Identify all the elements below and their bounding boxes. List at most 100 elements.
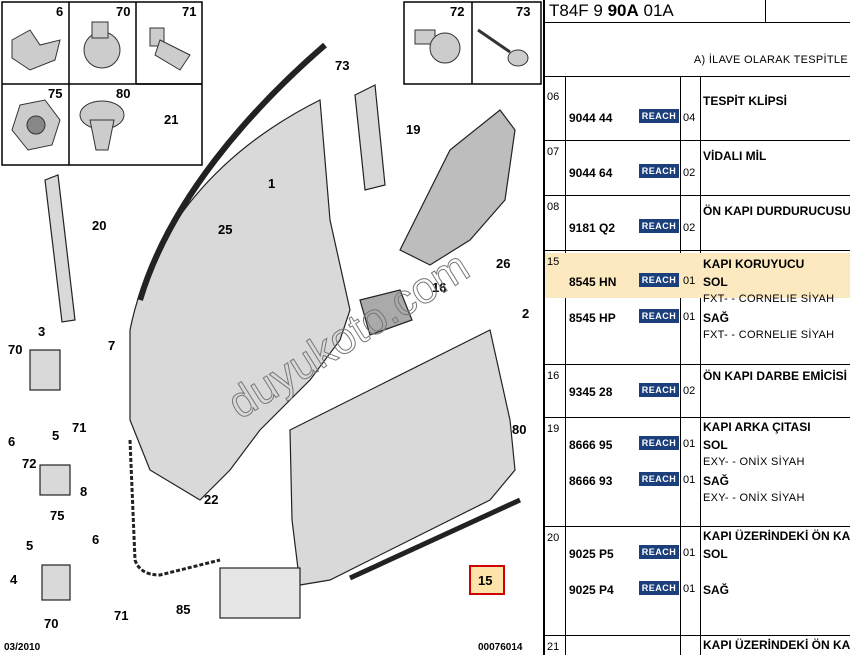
part-side: SAĞ [703,474,730,488]
door-skin-panel [289,329,516,586]
parts-row[interactable]: 06 9044 44 REACH 04 TESPİT KLİPSİ [545,86,850,141]
inset-label: 72 [450,4,464,19]
callout-label: 85 [176,602,190,617]
door-seal [128,439,221,577]
part-side: SOL [703,547,728,561]
quantity: 04 [683,112,696,124]
reach-badge: REACH [639,109,679,123]
quantity: 01 [683,583,696,595]
quantity: 01 [683,438,696,450]
parts-row[interactable]: 19 8666 95 REACH 01 KAPI ARKA ÇITASI SOL… [545,418,850,527]
callout-label: 19 [406,122,420,137]
reach-badge: REACH [639,581,679,595]
callout-label: 20 [92,218,106,233]
callout-label: 73 [335,58,349,73]
part-variant: EXY- - ONİX SİYAH [703,456,805,468]
inset-label: 70 [116,4,130,19]
inset-label: 71 [182,4,196,19]
part-number[interactable]: 8545 HP [569,311,616,325]
part-number[interactable]: 9345 28 [569,385,613,399]
section-number: 07 [547,146,560,158]
part-description: KAPI KORUYUCU [703,257,805,271]
parts-row[interactable]: 21 KAPI ÜZERİNDEKİ ÖN KAPI [545,636,850,655]
highlight-callout-box [469,565,505,595]
part-number[interactable]: 8666 95 [569,438,613,452]
catalog-code-header: T84F 9 90A 01A [545,0,850,23]
push-clip-icon [79,100,125,151]
parts-row[interactable]: 20 9025 P5 REACH 01 KAPI ÜZERİNDEKİ ÖN K… [545,527,850,636]
hinge-upper [29,349,61,391]
callout-label: 5 [26,538,33,553]
part-side: SAĞ [703,583,730,597]
pillar-trim [44,174,76,323]
parts-row[interactable]: 16 9345 28 REACH 02 ÖN KAPI DARBE EMİCİS… [545,365,850,418]
callout-label: 25 [218,222,232,237]
door-check [39,464,71,496]
part-number[interactable]: 9044 64 [569,166,613,180]
section-number: 16 [547,370,560,382]
quantity: 01 [683,547,696,559]
part-description: KAPI ÜZERİNDEKİ ÖN KAPI [703,638,850,652]
inset-label: 75 [48,86,62,101]
reach-badge: REACH [639,545,679,559]
part-number[interactable]: 9044 44 [569,111,613,125]
reach-badge: REACH [639,309,679,323]
nut-icon [11,99,61,151]
callout-label: 70 [8,342,22,357]
parts-row[interactable]: 07 9044 64 REACH 02 VİDALI MİL [545,141,850,196]
callout-label: 70 [44,616,58,631]
callout-label: 75 [50,508,64,523]
note-header: A) İLAVE OLARAK TESPİTLE [545,22,850,77]
section-number: 15 [547,256,560,268]
quantity: 01 [683,474,696,486]
part-number[interactable]: 8666 93 [569,474,613,488]
note-text: A) İLAVE OLARAK TESPİTLE [693,54,848,66]
part-side: SOL [703,275,728,289]
part-side: SAĞ [703,311,730,325]
callout-label: 16 [432,280,446,295]
callout-label: 6 [8,434,15,449]
quantity: 02 [683,385,696,397]
flange-bolt-icon [414,29,461,64]
clip-bag [219,567,301,619]
reach-badge: REACH [639,472,679,486]
section-number: 08 [547,201,560,213]
rear-trim [354,84,386,191]
part-description: TESPİT KLİPSİ [703,94,788,108]
part-description: VİDALI MİL [703,149,767,163]
parts-row[interactable]: 08 9181 Q2 REACH 02 ÖN KAPI DURDURUCUSU [545,196,850,251]
section-number: 06 [547,91,560,103]
callout-label: 6 [92,532,99,547]
callout-label: 26 [496,256,510,271]
quantity: 02 [683,222,696,234]
hinge-lower [41,564,71,601]
inner-shield-panel [399,109,516,266]
part-number[interactable]: 9025 P4 [569,583,614,597]
part-description: ÖN KAPI DARBE EMİCİSİ [703,369,848,383]
part-number[interactable]: 8545 HN [569,275,617,289]
part-number[interactable]: 9181 Q2 [569,221,616,235]
bolt-icon [83,21,121,69]
reach-badge: REACH [639,164,679,178]
inset-label: 80 [116,86,130,101]
section-number: 21 [547,641,560,653]
quantity: 02 [683,167,696,179]
highlight-callout-label: 15 [478,573,492,588]
reach-badge: REACH [639,383,679,397]
section-number: 19 [547,423,560,435]
parts-row[interactable]: 15 8545 HN REACH 01 KAPI KORUYUCU SOL FX… [545,251,850,365]
rivet-icon [477,28,529,67]
inset-label: 6 [56,4,63,19]
door-protector-strip [348,497,522,581]
part-variant: EXY- - ONİX SİYAH [703,492,805,504]
callout-label: 21 [164,112,178,127]
footer-code: 00076014 [478,642,523,653]
footer-date: 03/2010 [4,642,41,653]
catalog-code: T84F 9 90A 01A [549,1,674,20]
callout-label: 72 [22,456,36,471]
parts-diagram: 6 70 71 75 80 72 73 73 21 19 [1,1,542,653]
part-side: SOL [703,438,728,452]
part-number[interactable]: 9025 P5 [569,547,614,561]
section-number: 20 [547,532,560,544]
reach-badge: REACH [639,219,679,233]
